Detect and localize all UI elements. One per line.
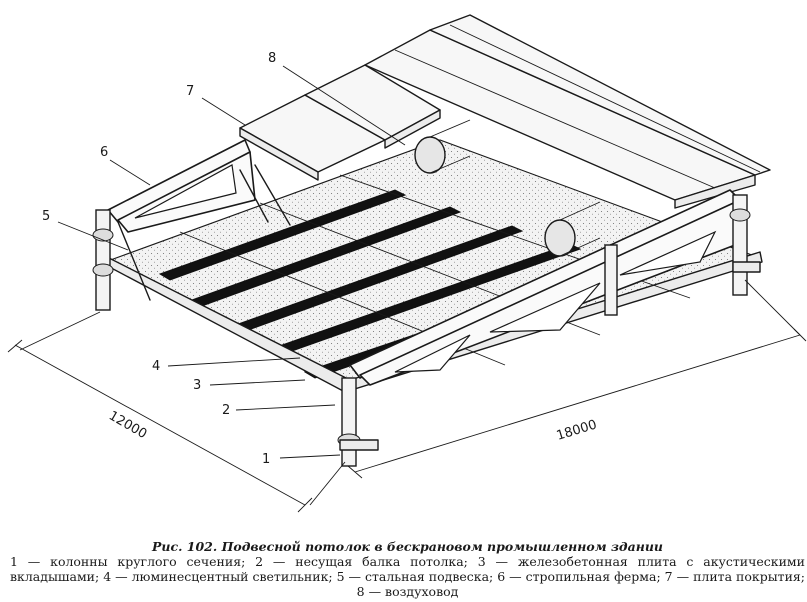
callout-4-number: 4 [152, 359, 160, 374]
dimension-width-label: 12000 [106, 408, 149, 442]
callout-6-number: 6 [100, 145, 108, 160]
callout-4: 4 [152, 357, 301, 374]
steel-hangers [117, 164, 291, 301]
callout-2-number: 2 [222, 403, 230, 418]
callout-5-number: 5 [42, 209, 50, 224]
caption-legend: 1 — колонны круглого сечения; 2 — несуща… [10, 554, 805, 599]
column-right [729, 194, 761, 296]
air-duct-near [544, 201, 601, 257]
callout-8-number: 8 [268, 51, 276, 66]
column-left-front [92, 209, 114, 311]
callout-1-number: 1 [262, 452, 270, 467]
dimension-length-label: 18000 [555, 417, 599, 443]
caption-title: Рис. 102. Подвесной потолок в бескраново… [151, 539, 664, 554]
callout-3: 3 [193, 378, 306, 393]
callout-3-number: 3 [193, 378, 201, 393]
callout-5: 5 [42, 209, 129, 251]
callout-8: 8 [268, 51, 406, 146]
callout-6: 6 [100, 145, 151, 186]
column-near [337, 377, 379, 467]
callout-7-number: 7 [186, 84, 194, 99]
figure-caption: Рис. 102. Подвесной потолок в бескраново… [10, 539, 805, 599]
callout-7: 7 [186, 84, 246, 126]
air-duct-far [414, 119, 471, 174]
roof-slabs [239, 14, 771, 209]
column-mid-right [604, 244, 618, 316]
callout-2: 2 [222, 403, 336, 418]
callout-1: 1 [262, 452, 341, 467]
roof-truss-left [107, 139, 256, 233]
